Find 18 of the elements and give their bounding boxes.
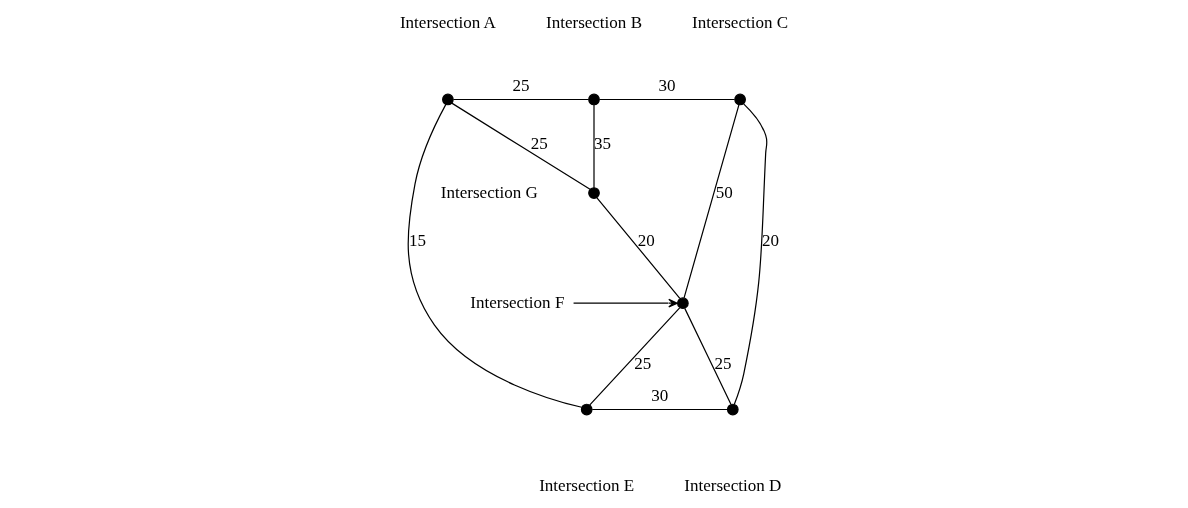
edge-label: 25 (512, 75, 530, 95)
edge-label: 25 (530, 133, 548, 153)
node-label: Intersection A (399, 12, 496, 32)
edge-label: 50 (715, 182, 733, 202)
node-label: Intersection C (692, 12, 789, 32)
node-label: Intersection G (440, 182, 538, 202)
edge-label: 35 (594, 133, 612, 153)
edge-label: 30 (651, 385, 669, 405)
node-label: Intersection D (684, 475, 782, 494)
node-text: Intersection F (470, 292, 565, 312)
edge-label: 25 (634, 353, 652, 373)
edge-label: 30 (658, 75, 676, 95)
edge-label: 15 (408, 230, 426, 250)
edge-label: 20 (762, 230, 780, 250)
node-label: Intersection E (539, 475, 635, 494)
edge-label: 25 (714, 353, 732, 373)
edge-label: 20 (637, 230, 655, 250)
node-label: Intersection B (545, 12, 643, 32)
